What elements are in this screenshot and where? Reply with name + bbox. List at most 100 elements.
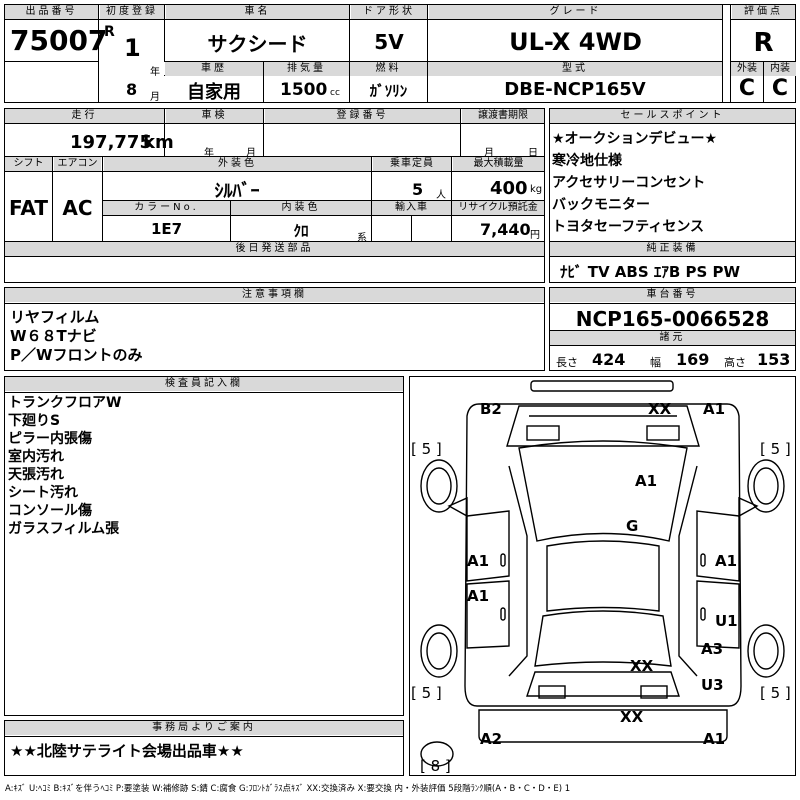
inspector-section [4,376,404,716]
color-label: 外装色 [104,157,371,171]
inspector-list: トランクフロアW 下廻りS ピラー内張傷 室内汚れ 天張汚れ シート汚れ コンソ… [8,394,121,538]
ac-label: エアコン [54,157,101,171]
transfer-month: 月 [484,148,494,159]
width-value: 169 [676,350,710,369]
transfer-day: 日 [528,148,538,159]
inspector-item: コンソール傷 [8,503,92,519]
month-unit: 月 [150,92,160,103]
chassis-label: 車台番号 [550,288,795,302]
sales-points-label: セールスポイント [550,109,795,123]
note-item: W６８Tナビ [10,327,97,345]
damage-g-windshield: G [626,517,639,535]
model-label: 型式 [428,62,722,76]
inspector-item: ピラー内張傷 [8,431,92,447]
spare-tire: [ 8 ] [420,757,451,775]
displacement-label: 排気量 [264,62,349,76]
shift-label: シフト [5,157,52,171]
sales-point-item: ★オークションデビュー★ [552,131,718,147]
capacity-unit: 人 [436,190,446,201]
office-label: 事務局よりご案内 [5,721,403,735]
legend: A:ｷｽﾞ U:ﾍｺﾐ B:ｷｽﾞを伴うﾍｺﾐ P:要塗装 W:補修跡 S:錆 … [5,784,571,794]
first-reg-month: 8 [126,80,138,99]
interior-color: ｸﾛ [293,222,309,240]
chassis-number: NCP165-0066528 [575,307,770,331]
recycle-fee: 7,440 [480,220,531,239]
tire-front-right: [ 5 ] [760,440,791,458]
history-label: 車歴 [165,62,263,76]
lot-number: 75007 [10,24,108,57]
damage-xx-center: XX [630,657,654,675]
inspector-item: ガラスフィルム張 [8,521,120,537]
notes-section [4,287,545,371]
era: R [104,24,115,40]
damage-a3: A3 [701,640,724,658]
color-no-label: カラーNo. [103,201,230,215]
lot-label: 出品番号 [5,5,98,19]
first-reg-label: 初度登録 [100,5,164,19]
sales-point-item: トヨタセーフティセンス [552,219,705,235]
fuel: ｶﾞｿﾘﾝ [369,82,408,100]
inspector-item: 下廻りS [8,413,61,429]
color-number: 1E7 [150,220,183,238]
displacement-unit: cc [330,88,340,98]
import-label: 輸入車 [372,201,451,215]
office-notice: ★★北陸サテライト会場出品車★★ [10,742,244,760]
mileage-label: 走行 [5,109,164,123]
door-type: 5V [374,30,404,54]
spec-label: 諸元 [550,331,795,345]
length-label: 長さ [556,356,578,369]
transfer-label: 譲渡書期限 [462,109,544,123]
load-label: 最大積載量 [453,157,544,171]
header-section [4,4,796,103]
car-diagram-section [409,376,796,776]
damage-xx-rear: XX [620,708,644,726]
inspection-year-unit: 年 [204,148,214,159]
inspector-item: トランクフロアW [8,395,122,411]
interior-label: 内装色 [231,201,371,215]
notes-list: リヤフィルム W６８Tナビ P／Wフロントのみ [10,308,143,365]
width-label: 幅 [650,356,661,369]
inspection-month-unit: 月 [246,148,256,159]
sales-point-item: バックモニター [552,197,650,213]
damage-a2: A2 [480,730,503,748]
load-unit: kg [530,184,543,195]
damage-xx-bumper: XX [648,400,672,418]
interior-unit: 系 [357,233,367,244]
grade: UL-X 4WD [509,28,642,56]
tire-rear-right: [ 5 ] [760,684,791,702]
inspector-item: 室内汚れ [8,449,64,465]
recycle-label: リサイクル預託金 [452,201,544,215]
sales-points-section [549,108,796,283]
int-label: 内装 [764,62,796,76]
damage-a1-left-door: A1 [467,552,490,570]
car-name: サクシード [207,32,308,56]
ext-label: 外装 [731,62,763,76]
chassis-section [549,287,796,371]
grade-label: グレード [429,5,722,19]
fuel-label: 燃料 [350,62,427,76]
tire-rear-left: [ 5 ] [411,684,442,702]
sales-points-list: ★オークションデビュー★ 寒冷地仕様 アクセサリーコンセント バックモニター ト… [552,128,717,238]
notes-label: 注意事項欄 [5,288,544,302]
sales-point-item: 寒冷地仕様 [552,153,622,169]
damage-b2: B2 [480,400,502,418]
details-section [4,108,545,283]
damage-u1: U1 [715,612,738,630]
displacement: 1500 [280,80,328,100]
note-item: リヤフィルム [10,308,100,326]
ext-score: C [738,76,756,101]
damage-a1-hood: A1 [635,472,658,490]
sales-point-item: アクセサリーコンセント [552,175,706,191]
plate-label: 登録番号 [265,109,460,123]
history: 自家用 [187,82,241,103]
exterior-color: ｼﾙﾊﾞｰ [214,181,260,202]
damage-a1-rear-right: A1 [703,730,726,748]
int-score: C [771,76,789,101]
note-item: P／Wフロントのみ [10,346,143,364]
inspector-item: 天張汚れ [8,467,64,483]
max-load: 400 [490,178,528,199]
later-parts-label: 後日発送部品 [5,242,544,256]
inspector-item: シート汚れ [8,485,78,501]
mileage-unit: km [143,132,174,153]
height-label: 高さ [724,356,746,369]
